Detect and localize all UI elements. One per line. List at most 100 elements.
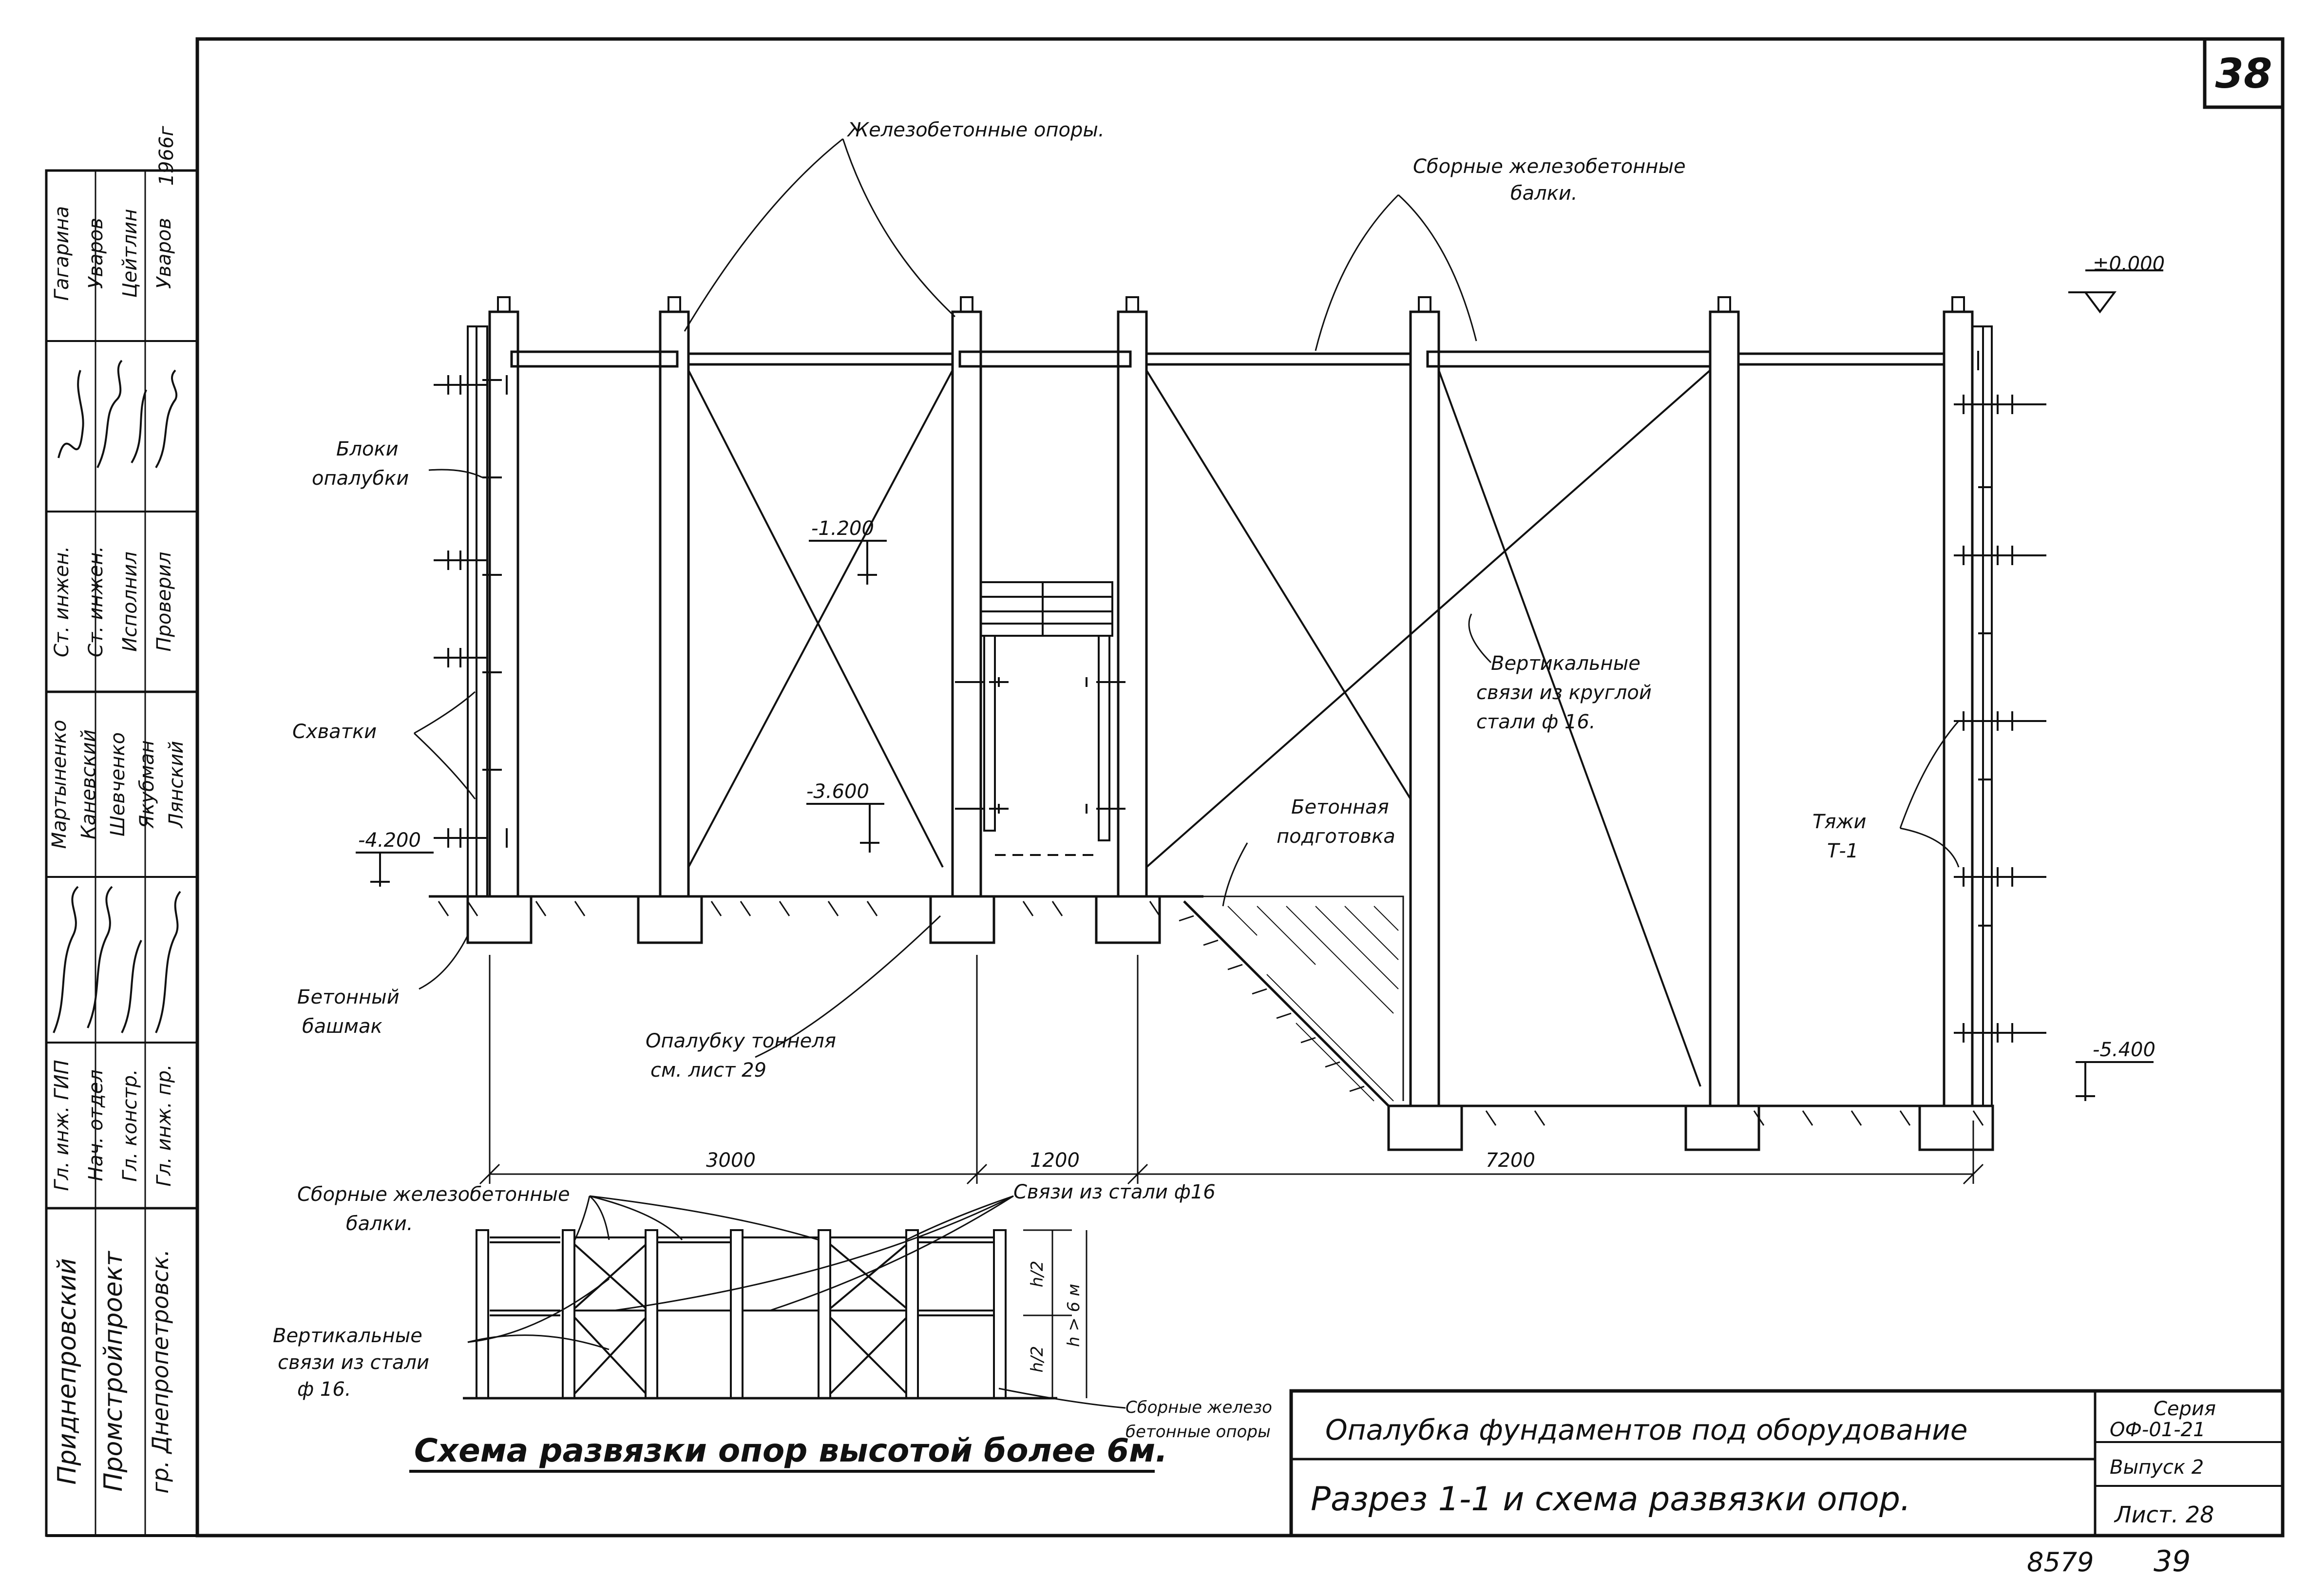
concrete-prep-hatch — [1227, 906, 1399, 1102]
formwork-left — [467, 325, 502, 897]
rc-column — [1943, 310, 1974, 1107]
prefab-beams — [510, 350, 1944, 368]
label-prefab-beams-2: балки. — [1510, 182, 1578, 205]
stamp-name: Шевченко — [107, 732, 129, 836]
label-vertical-braces-2: связи из круглой — [1476, 682, 1652, 704]
elevation-e4: -5.400 — [2093, 1039, 2155, 1061]
label-tunnel-formwork-2: см. лист 29 — [650, 1059, 766, 1082]
concrete-shoe — [1918, 1104, 1994, 1151]
archive-number: 8579 — [2027, 1547, 2094, 1577]
scheme-label-supports-2: бетонные опоры — [1125, 1422, 1271, 1442]
tunnel-formwork — [955, 581, 1125, 856]
stamp-name: Лянский — [165, 741, 188, 829]
dim-3000: 3000 — [706, 1149, 756, 1172]
label-formwork-blocks-2: опалубки — [312, 467, 409, 490]
title-main: Опалубка фундаментов под оборудование — [1325, 1413, 1967, 1446]
archive-page: 39 — [2154, 1544, 2191, 1578]
label-vertical-braces: Вертикальные — [1491, 652, 1640, 675]
concrete-shoe — [1095, 895, 1161, 944]
scheme-h-total: h > 6 м — [1064, 1284, 1084, 1347]
elevation-markers — [356, 269, 2163, 1101]
stamp-role: Нач. отдел — [85, 1069, 107, 1181]
stamp-role: Проверил — [153, 551, 175, 651]
dim-7200: 7200 — [1486, 1149, 1535, 1172]
bracing-scheme: Сборные железобетонные балки. Связи из с… — [273, 1181, 1272, 1473]
label-concrete-shoe-2: башмак — [302, 1015, 382, 1038]
scheme-label-vertical-3: ф 16. — [297, 1378, 351, 1401]
stamp-role: Ст. инжен. — [85, 546, 107, 657]
sheet-number-box — [2203, 37, 2285, 109]
scheme-h-half-top: h/2 — [1028, 1261, 1047, 1288]
label-concrete-prep: Бетонная — [1291, 796, 1389, 818]
year-note: 1966г — [155, 126, 178, 186]
clamps-left — [434, 375, 508, 848]
label-clamps: Схватки — [292, 721, 377, 743]
scheme-label-beams-2: балки. — [346, 1213, 413, 1235]
ground-hatch — [438, 901, 1984, 1126]
signature — [96, 360, 123, 468]
concrete-shoe — [466, 895, 533, 944]
elevation-e2: -3.600 — [806, 780, 869, 803]
stamp-role: Гл. констр. — [119, 1069, 141, 1181]
vertical-braces — [687, 369, 1711, 1087]
signature — [131, 389, 147, 464]
slope-line — [1183, 900, 1390, 1107]
issue-number: Выпуск 2 — [2110, 1456, 2204, 1479]
signature — [155, 369, 177, 469]
stamp-role: Ст. инжен. — [51, 546, 73, 657]
stamp-name: Каневский — [77, 729, 100, 839]
scheme-label-supports: Сборные железо — [1125, 1398, 1272, 1417]
stamp-name: Уваров — [85, 218, 107, 289]
label-concrete-prep-2: подготовка — [1277, 825, 1395, 848]
label-ties: Тяжи — [1812, 811, 1867, 833]
elevation-e1: -1.200 — [811, 517, 874, 540]
scheme-title: Схема развязки опор высотой более 6м. — [414, 1432, 1167, 1469]
scheme-label-vertical: Вертикальные — [273, 1325, 422, 1347]
scheme-label-steel-braces: Связи из стали ф16 — [1013, 1181, 1216, 1203]
scheme-label-vertical-2: связи из стали — [278, 1351, 429, 1374]
concrete-shoe — [637, 895, 703, 944]
label-prefab-beams: Сборные железобетонные — [1413, 155, 1686, 178]
signature — [121, 940, 142, 1033]
concrete-shoe — [1684, 1104, 1760, 1151]
rc-column — [659, 310, 690, 898]
title-block — [1289, 1389, 2285, 1538]
stamp-org: Промстройпроект — [99, 1251, 128, 1492]
stamp-role: Гл. инж. пр. — [153, 1064, 175, 1186]
stamp-org: гр. Днепропетровск. — [147, 1249, 173, 1494]
signature — [87, 886, 113, 1028]
leader-lines — [413, 138, 1960, 1058]
scheme-label-beams: Сборные железобетонные — [297, 1183, 570, 1206]
stamp-org: Приднепровский — [53, 1258, 82, 1485]
elevation-top: ±0.000 — [2093, 253, 2165, 275]
formwork-right — [1971, 325, 1993, 1107]
slope-inner — [1203, 895, 1404, 1101]
stamp-name: Уваров — [153, 218, 175, 289]
label-rc-supports: Железобетонные опоры. — [846, 119, 1105, 141]
label-formwork-blocks: Блоки — [336, 438, 399, 460]
rc-column — [488, 310, 519, 898]
sheet-label: Лист. 28 — [2114, 1501, 2214, 1528]
stamp-name: Цейтлин — [119, 209, 141, 298]
label-ties-2: Т-1 — [1827, 840, 1858, 862]
stamp-role: Исполнил — [119, 551, 141, 652]
left-stamp: 1966г Гагарина Уваров Цейтлин Уваров Ст.… — [45, 126, 199, 1537]
stamp-name: Мартыненко — [48, 720, 71, 849]
concrete-shoe — [929, 895, 995, 944]
rc-column — [1409, 310, 1440, 1107]
signature — [53, 886, 79, 1033]
elevation-e3: -4.200 — [358, 829, 421, 852]
section-1-1: ±0.000 -1.200 -3.600 -4.200 -5.400 3000 … — [292, 119, 2165, 1185]
stamp-name: Гагарина — [51, 206, 73, 301]
scheme-h-half-bottom: h/2 — [1028, 1346, 1047, 1373]
rc-column — [1709, 310, 1740, 1107]
label-concrete-shoe: Бетонный — [297, 986, 400, 1008]
signature — [57, 370, 84, 458]
stamp-name: Якубман — [136, 740, 158, 829]
title-sub: Разрез 1-1 и схема развязки опор. — [1311, 1480, 1911, 1519]
dim-1200: 1200 — [1030, 1149, 1080, 1172]
series-value: ОФ-01-21 — [2110, 1419, 2206, 1441]
label-vertical-braces-3: стали ф 16. — [1476, 711, 1596, 733]
label-tunnel-formwork: Опалубку тоннеля — [646, 1030, 836, 1052]
